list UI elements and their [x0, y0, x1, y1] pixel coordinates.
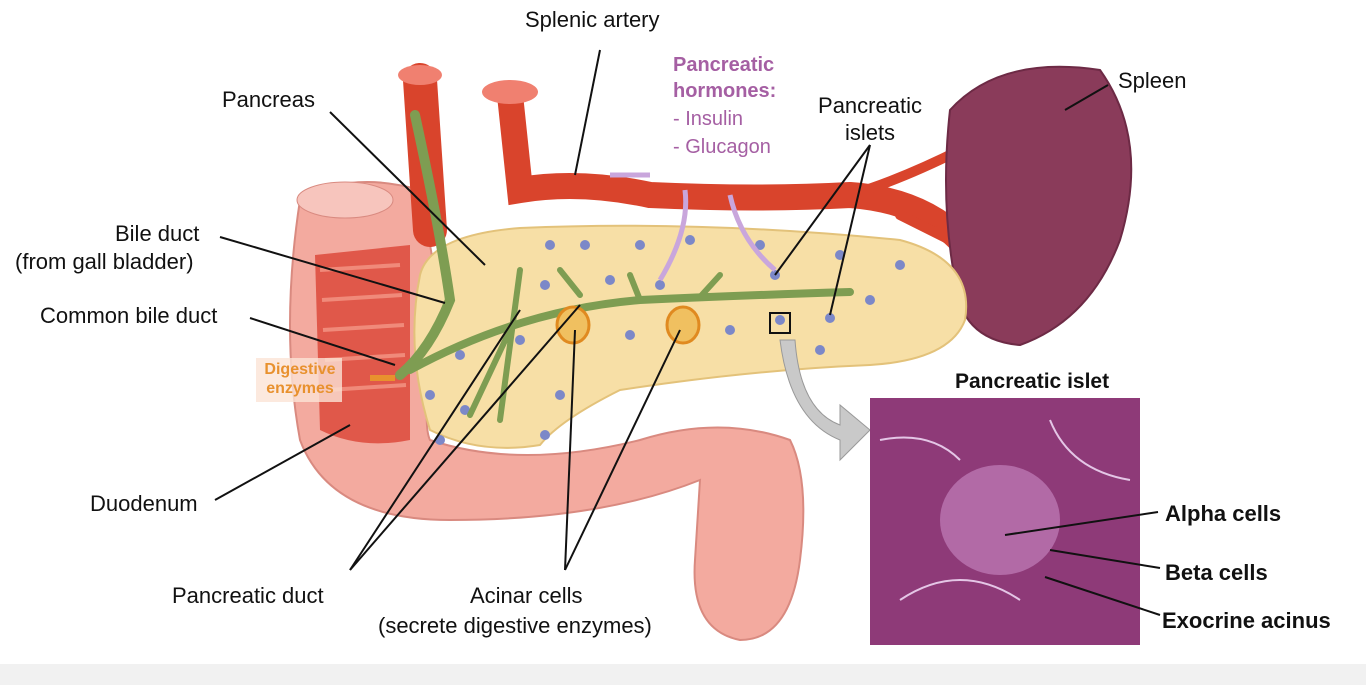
label-common-bile-duct: Common bile duct: [40, 303, 218, 328]
label-spleen: Spleen: [1118, 68, 1187, 93]
bottom-strip: [0, 664, 1366, 685]
label-bile-duct-sub: (from gall bladder): [15, 249, 194, 274]
artery-opening: [398, 65, 442, 85]
pancreatic-duct-illustration: [395, 110, 854, 423]
label-alpha-cells: Alpha cells: [1165, 501, 1282, 526]
label-bile-duct: Bile duct: [115, 221, 200, 246]
label-exocrine-acinus: Exocrine acinus: [1162, 608, 1331, 633]
label-pancreatic-islets: Pancreatic islets: [818, 93, 922, 145]
label-pancreas: Pancreas: [222, 87, 315, 112]
label-pancreatic-hormones: Pancreatic hormones:: [673, 54, 777, 102]
magnify-box: [769, 312, 791, 334]
label-digestive-enzymes: Digestive enzymes: [264, 361, 336, 397]
islet-region: [940, 465, 1060, 575]
enzyme-label-bg: [256, 358, 342, 402]
label-glucagon: - Glucagon: [673, 136, 771, 158]
label-splenic-artery: Splenic artery: [525, 7, 660, 32]
leader-lines: [214, 49, 1161, 616]
label-duodenum: Duodenum: [90, 491, 198, 516]
hormone-arrows: [610, 172, 777, 282]
label-insulin: - Insulin: [673, 108, 744, 130]
label-acinar-sub: (secrete digestive enzymes): [378, 613, 652, 638]
label-acinar-cells: Acinar cells: [470, 583, 583, 608]
artery-opening: [482, 80, 538, 104]
label-pancreatic-duct: Pancreatic duct: [172, 583, 324, 608]
label-beta-cells: Beta cells: [1165, 560, 1268, 585]
label-islet-inset-title: Pancreatic islet: [955, 370, 1110, 393]
acinar-cells-illustration: [555, 305, 701, 345]
spleen-illustration: [945, 65, 1133, 347]
